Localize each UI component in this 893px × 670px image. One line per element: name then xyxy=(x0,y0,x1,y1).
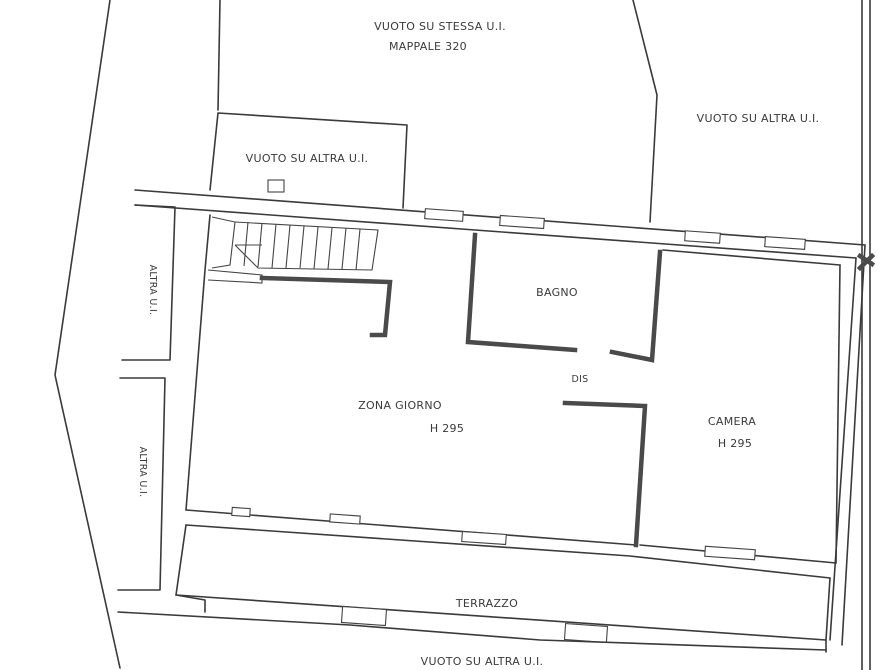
site-boundary xyxy=(54,0,871,670)
label-dis: DIS xyxy=(571,374,588,385)
neighbour-unit-box xyxy=(209,112,408,209)
building-walls xyxy=(134,189,876,646)
label-vuoto-altra-right: VUOTO SU ALTRA U.I. xyxy=(697,112,820,125)
chimney xyxy=(267,179,285,193)
label-h-camera: H 295 xyxy=(718,437,752,450)
label-zona-giorno: ZONA GIORNO xyxy=(358,399,442,412)
label-terrazzo: TERRAZZO xyxy=(455,597,518,610)
label-vuoto-altra-bottom: VUOTO SU ALTRA U.I. xyxy=(421,655,544,668)
windows xyxy=(231,208,806,561)
terrace xyxy=(117,524,831,653)
altra-ui-boxes xyxy=(117,204,176,591)
label-mappale: MAPPALE 320 xyxy=(389,40,467,53)
label-vuoto-altra-left: VUOTO SU ALTRA U.I. xyxy=(246,152,369,165)
label-altra-ui-top: ALTRA U.I. xyxy=(147,265,158,316)
staircase xyxy=(207,216,379,284)
label-vuoto-stessa: VUOTO SU STESSA U.I. xyxy=(374,20,506,33)
label-h-giorno: H 295 xyxy=(430,422,464,435)
partitions xyxy=(259,232,663,548)
label-camera: CAMERA xyxy=(708,415,756,428)
label-altra-ui-bottom: ALTRA U.I. xyxy=(137,447,148,498)
label-bagno: BAGNO xyxy=(536,286,578,299)
